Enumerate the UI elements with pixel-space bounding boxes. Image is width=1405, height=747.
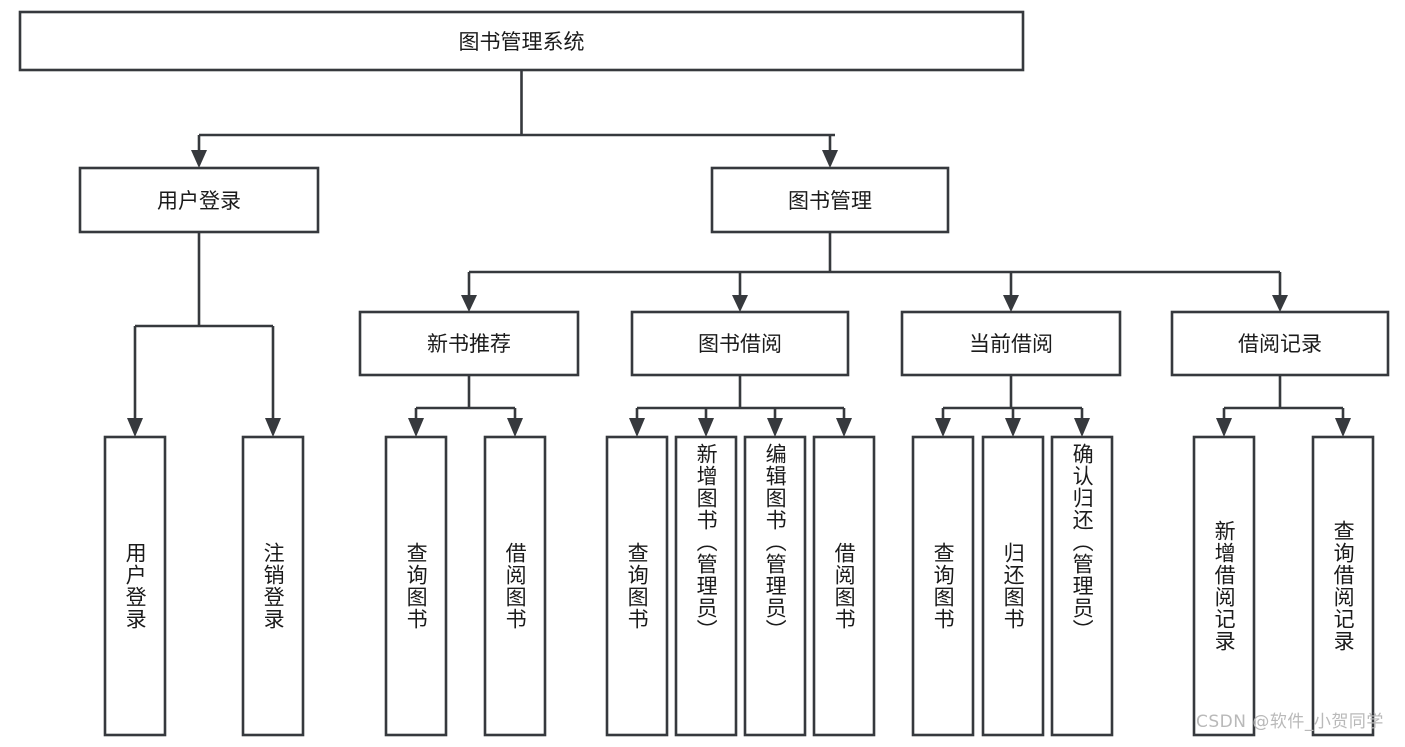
node-box-borrow-record[interactable]: [1170, 310, 1390, 377]
node-box-leaf-query-record[interactable]: [1311, 435, 1375, 737]
node-box-leaf-borrow-book-1[interactable]: [483, 435, 547, 737]
arrow-head-borrow-record: [1272, 295, 1288, 312]
node-box-leaf-user-login[interactable]: [103, 435, 167, 737]
node-label-book-borrow: 图书借阅: [698, 332, 782, 356]
node-box-leaf-return-book[interactable]: [981, 435, 1045, 737]
arrow-head-leaf-add-record: [1216, 418, 1232, 437]
node-label-book-manage: 图书管理: [788, 189, 872, 213]
node-box-book-manage[interactable]: [710, 166, 950, 234]
node-box-leaf-borrow-book-2[interactable]: [812, 435, 876, 737]
node-box-leaf-add-book[interactable]: [674, 435, 738, 737]
node-box-leaf-confirm-return[interactable]: [1050, 435, 1114, 737]
arrow-head-book-borrow: [732, 295, 748, 312]
node-label-root: 图书管理系统: [459, 30, 585, 54]
arrow-head-leaf-edit-book: [767, 418, 783, 437]
arrow-head-book-manage: [822, 150, 838, 168]
arrow-head-leaf-query-record: [1335, 418, 1351, 437]
node-box-leaf-query-book-1[interactable]: [384, 435, 448, 737]
node-layer: 图书管理系统 用户登录 图书管理 新书推荐 图书借阅 当前借阅 借阅记录: [18, 10, 1390, 737]
arrow-head-leaf-confirm-return: [1074, 418, 1090, 437]
node-box-leaf-logout[interactable]: [241, 435, 305, 737]
node-label-user-login: 用户登录: [157, 189, 241, 213]
node-box-leaf-add-record[interactable]: [1192, 435, 1256, 737]
node-box-book-borrow[interactable]: [630, 310, 850, 377]
arrow-head-leaf-borrow-book-1: [507, 418, 523, 437]
arrow-head-leaf-borrow-book-2: [836, 418, 852, 437]
arrow-head-leaf-query-book-1: [408, 418, 424, 437]
node-box-user-login[interactable]: [78, 166, 320, 234]
arrow-head-current-borrow: [1003, 295, 1019, 312]
node-box-new-book-rec[interactable]: [358, 310, 580, 377]
node-box-leaf-edit-book[interactable]: [743, 435, 807, 737]
arrow-head-new-book-rec: [461, 295, 477, 312]
node-label-current-borrow: 当前借阅: [969, 332, 1053, 356]
arrow-head-leaf-add-book: [698, 418, 714, 437]
node-box-leaf-query-book-3[interactable]: [911, 435, 975, 737]
arrow-head-leaf-user-login: [127, 418, 143, 437]
arrow-head-user-login: [191, 150, 207, 168]
arrow-head-leaf-query-book-2: [629, 418, 645, 437]
arrow-head-leaf-query-book-3: [935, 418, 951, 437]
node-box-current-borrow[interactable]: [900, 310, 1122, 377]
node-label-new-book-rec: 新书推荐: [427, 332, 511, 356]
csdn-watermark: CSDN @软件_小贺同学: [1196, 712, 1384, 732]
arrow-head-leaf-return-book: [1005, 418, 1021, 437]
connector-layer: [127, 70, 1351, 437]
arrow-head-leaf-logout: [265, 418, 281, 437]
node-label-borrow-record: 借阅记录: [1238, 332, 1322, 356]
node-box-root[interactable]: [18, 10, 1025, 72]
node-box-leaf-query-book-2[interactable]: [605, 435, 669, 737]
